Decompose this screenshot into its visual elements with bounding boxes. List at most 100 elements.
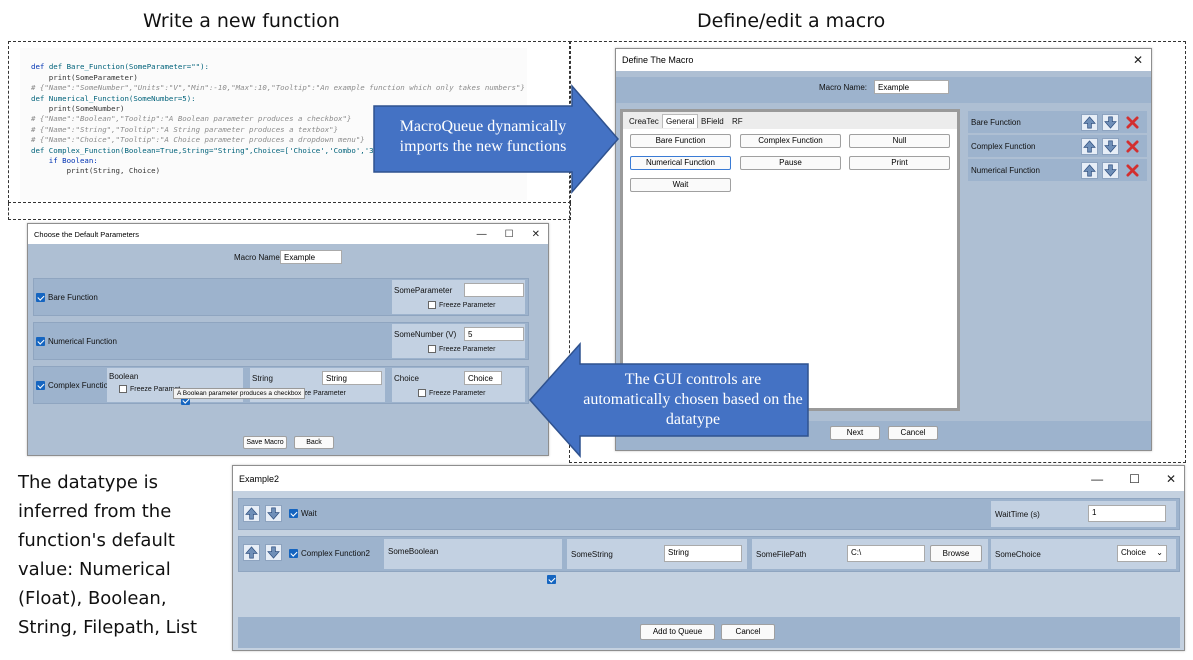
complex2-toggle[interactable]: Complex Function2 — [289, 549, 370, 558]
gui-callout: The GUI controls are automatically chose… — [528, 342, 810, 458]
some-filepath-input[interactable]: C:\ — [847, 545, 925, 562]
macro-frame — [569, 41, 1186, 463]
example2-window-title: Example2 — [239, 473, 280, 484]
string-label: String — [252, 374, 273, 383]
some-parameter-input[interactable] — [464, 283, 524, 297]
close-icon[interactable]: ✕ — [1132, 53, 1143, 67]
tab-general[interactable]: General — [662, 114, 699, 128]
code-line: def Complex_Function(Boolean=True,String… — [31, 145, 428, 155]
move-up-icon[interactable] — [1081, 162, 1098, 179]
macro-item: Numerical Function — [968, 159, 1147, 181]
arrow-right-icon — [373, 84, 619, 194]
code-line: def Numerical_Function(SomeNumber=5): — [31, 93, 196, 103]
wait-toggle[interactable]: Wait — [289, 509, 317, 518]
save-macro-button[interactable]: Save Macro — [243, 436, 287, 449]
numerical-function-label: Numerical Function — [48, 337, 117, 346]
next-button[interactable]: Next — [830, 426, 880, 440]
browse-button[interactable]: Browse — [930, 545, 982, 562]
close-icon[interactable]: ✕ — [1165, 471, 1176, 486]
numerical-function-toggle[interactable]: Numerical Function — [36, 337, 117, 346]
cancel-button[interactable]: Cancel — [888, 426, 938, 440]
bare-function-checkbox[interactable] — [36, 293, 45, 302]
bare-freeze-checkbox[interactable] — [428, 301, 436, 309]
some-parameter-label: SomeParameter — [394, 286, 453, 295]
string-freeze-label: eeze Parameter — [296, 390, 346, 397]
add-to-queue-button[interactable]: Add to Queue — [640, 624, 715, 640]
function-null-button[interactable]: Null — [849, 134, 950, 148]
params-macro-name-input[interactable]: Example — [280, 250, 342, 264]
code-line: print(SomeNumber) — [31, 104, 125, 114]
example2-title-bar: Example2 — ☐ ✕ — [233, 466, 1184, 491]
move-up-icon[interactable] — [1081, 138, 1098, 155]
some-choice-label: SomeChoice — [995, 550, 1041, 559]
move-up-icon[interactable] — [243, 544, 260, 561]
boolean-tooltip: A Boolean parameter produces a checkbox — [173, 388, 306, 399]
tab-bfield[interactable]: BField — [701, 117, 724, 126]
complex-function-toggle[interactable]: Complex Function — [36, 381, 112, 390]
move-up-icon[interactable] — [1081, 114, 1098, 131]
choice-select[interactable]: Choice⌄ — [464, 371, 502, 385]
move-down-icon[interactable] — [1102, 162, 1119, 179]
function-print-button[interactable]: Print — [849, 156, 950, 170]
macro-name-input[interactable]: Example — [874, 80, 949, 94]
some-number-input[interactable]: 5 — [464, 327, 524, 341]
heading-define-macro: Define/edit a macro — [697, 10, 886, 32]
delete-icon[interactable] — [1124, 114, 1141, 131]
numerical-freeze-checkbox[interactable] — [428, 345, 436, 353]
move-up-icon[interactable] — [243, 505, 260, 522]
back-button[interactable]: Back — [294, 436, 334, 449]
move-down-icon[interactable] — [265, 544, 282, 561]
params-window: Choose the Default Parameters — ☐ ✕ Macr… — [27, 223, 549, 456]
imports-callout-text: MacroQueue dynamically imports the new f… — [399, 118, 567, 155]
code-line: # {"Name":"String","Tooltip":"A String p… — [31, 124, 339, 134]
move-down-icon[interactable] — [265, 505, 282, 522]
minimize-icon[interactable]: — — [476, 228, 487, 240]
code-frame-ext — [8, 203, 571, 220]
close-icon[interactable]: ✕ — [531, 228, 540, 240]
bare-function-toggle[interactable]: Bare Function — [36, 293, 98, 302]
delete-icon[interactable] — [1124, 162, 1141, 179]
function-numerical-button[interactable]: Numerical Function — [630, 156, 731, 170]
bare-freeze-toggle[interactable]: Freeze Parameter — [428, 301, 495, 309]
function-bare-button[interactable]: Bare Function — [630, 134, 731, 148]
some-choice-value: Choice — [1121, 548, 1146, 557]
macro-item-label: Numerical Function — [971, 166, 1040, 175]
some-choice-select[interactable]: Choice⌄ — [1117, 545, 1167, 562]
choice-label: Choice — [394, 374, 419, 383]
delete-icon[interactable] — [1124, 138, 1141, 155]
complex2-checkbox[interactable] — [289, 549, 298, 558]
arrow-left-icon — [528, 342, 809, 458]
move-down-icon[interactable] — [1102, 138, 1119, 155]
choice-freeze-toggle[interactable]: Freeze Parameter — [418, 389, 485, 397]
boolean-label: Boolean — [109, 372, 139, 381]
choice-freeze-checkbox[interactable] — [418, 389, 426, 397]
some-string-label: SomeString — [571, 550, 613, 559]
function-complex-button[interactable]: Complex Function — [740, 134, 841, 148]
maximize-icon[interactable]: ☐ — [1129, 471, 1140, 486]
boolean-checkbox[interactable] — [181, 396, 190, 405]
wait-label: Wait — [301, 509, 317, 518]
wait-time-input[interactable]: 1 — [1088, 505, 1166, 522]
boolean-freeze-label: Freeze Paramet — [130, 385, 181, 393]
macro-name-label: Macro Name: — [819, 83, 868, 92]
minimize-icon[interactable]: — — [1091, 471, 1104, 486]
tab-rf[interactable]: RF — [732, 117, 743, 126]
wait-checkbox[interactable] — [289, 509, 298, 518]
example2-cancel-button[interactable]: Cancel — [721, 624, 775, 640]
boolean-freeze-toggle[interactable]: Freeze Paramet — [119, 385, 180, 393]
numerical-function-checkbox[interactable] — [36, 337, 45, 346]
some-boolean-checkbox[interactable] — [547, 575, 556, 584]
code-line: # {"Name":"Boolean","Tooltip":"A Boolean… — [31, 114, 352, 124]
numerical-freeze-toggle[interactable]: Freeze Parameter — [428, 345, 495, 353]
complex-function-checkbox[interactable] — [36, 381, 45, 390]
macro-item-label: Bare Function — [971, 118, 1021, 127]
tab-createc[interactable]: CreaTec — [629, 117, 659, 126]
some-string-input[interactable]: String — [664, 545, 742, 562]
function-pause-button[interactable]: Pause — [740, 156, 841, 170]
string-input[interactable]: String — [322, 371, 382, 385]
function-wait-button[interactable]: Wait — [630, 178, 731, 192]
complex-function-label: Complex Function — [48, 381, 113, 390]
boolean-freeze-checkbox[interactable] — [119, 385, 127, 393]
move-down-icon[interactable] — [1102, 114, 1119, 131]
maximize-icon[interactable]: ☐ — [504, 228, 514, 240]
